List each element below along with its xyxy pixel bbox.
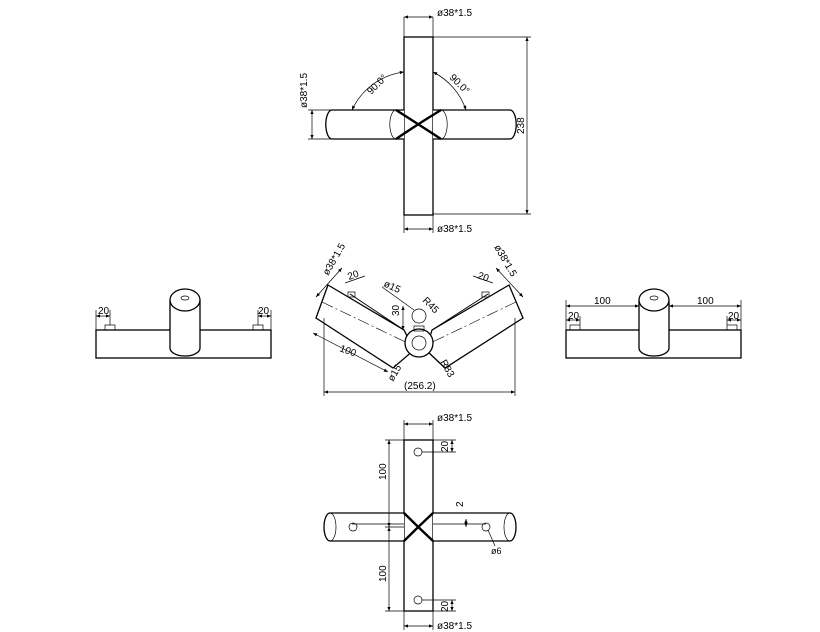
bottom-dim-20-bottom: 20 bbox=[440, 600, 451, 612]
weld-cross bbox=[395, 108, 442, 141]
collar bbox=[389, 109, 448, 140]
bottom-dim-20-top: 20 bbox=[440, 440, 451, 452]
front-hole-top: ø15 bbox=[382, 279, 403, 296]
bottom-weld-cross bbox=[403, 512, 434, 542]
left-dim-20-left: 20 bbox=[98, 306, 110, 317]
dim-top-pipe: ø38*1.5 bbox=[437, 8, 472, 19]
front-dim-pipe-right: ø38*1.5 bbox=[491, 243, 518, 279]
top-view: ø38*1.5 ø38*1.5 90.0° 90.0° 238 ø38*1.5 bbox=[299, 8, 531, 235]
bottom-hole: ø6 bbox=[491, 546, 502, 556]
center-hub bbox=[404, 328, 434, 358]
right-arm-tube bbox=[433, 109, 517, 140]
left-dim-20-right: 20 bbox=[258, 306, 270, 317]
right-dim-20-right: 20 bbox=[728, 311, 740, 322]
front-radius-small: R45 bbox=[420, 295, 441, 316]
front-dim-pipe-left: ø38*1.5 bbox=[321, 241, 348, 277]
right-view: 100 100 20 20 bbox=[565, 288, 742, 359]
left-view: 20 20 bbox=[95, 288, 272, 359]
bottom-dim-2: 2 bbox=[455, 501, 466, 507]
dim-height: 238 bbox=[516, 117, 527, 134]
bottom-dim-top-pipe: ø38*1.5 bbox=[437, 413, 472, 424]
right-vertical-pipe bbox=[638, 300, 670, 357]
right-dim-20-left: 20 bbox=[568, 311, 580, 322]
front-overall: (256.2) bbox=[404, 381, 436, 392]
left-vertical-pipe bbox=[169, 300, 201, 357]
bottom-right-arm bbox=[433, 512, 517, 542]
front-length-100: 100 bbox=[338, 343, 358, 359]
right-dim-100-right: 100 bbox=[697, 296, 714, 307]
dim-bottom-pipe: ø38*1.5 bbox=[437, 224, 472, 235]
front-offset-30: 30 bbox=[391, 304, 402, 316]
bottom-dim-100-bottom: 100 bbox=[378, 565, 389, 582]
vertical-tube bbox=[403, 36, 434, 216]
bottom-dim-bottom-pipe: ø38*1.5 bbox=[437, 621, 472, 632]
front-right-arm bbox=[425, 284, 524, 369]
bottom-dim-100-top: 100 bbox=[378, 463, 389, 480]
dim-left-pipe: ø38*1.5 bbox=[299, 73, 310, 108]
front-view: ø38*1.5 ø38*1.5 20 20 ø15 30 R45 100 ø15… bbox=[312, 241, 524, 396]
left-arm-tube bbox=[325, 109, 404, 140]
front-dim-20-left: 20 bbox=[346, 269, 361, 283]
front-left-arm bbox=[315, 284, 415, 369]
bottom-left-arm bbox=[323, 512, 404, 542]
right-dim-100-left: 100 bbox=[594, 296, 611, 307]
bottom-view: ø38*1.5 20 100 2 ø6 100 20 ø38*1.5 bbox=[323, 413, 517, 632]
